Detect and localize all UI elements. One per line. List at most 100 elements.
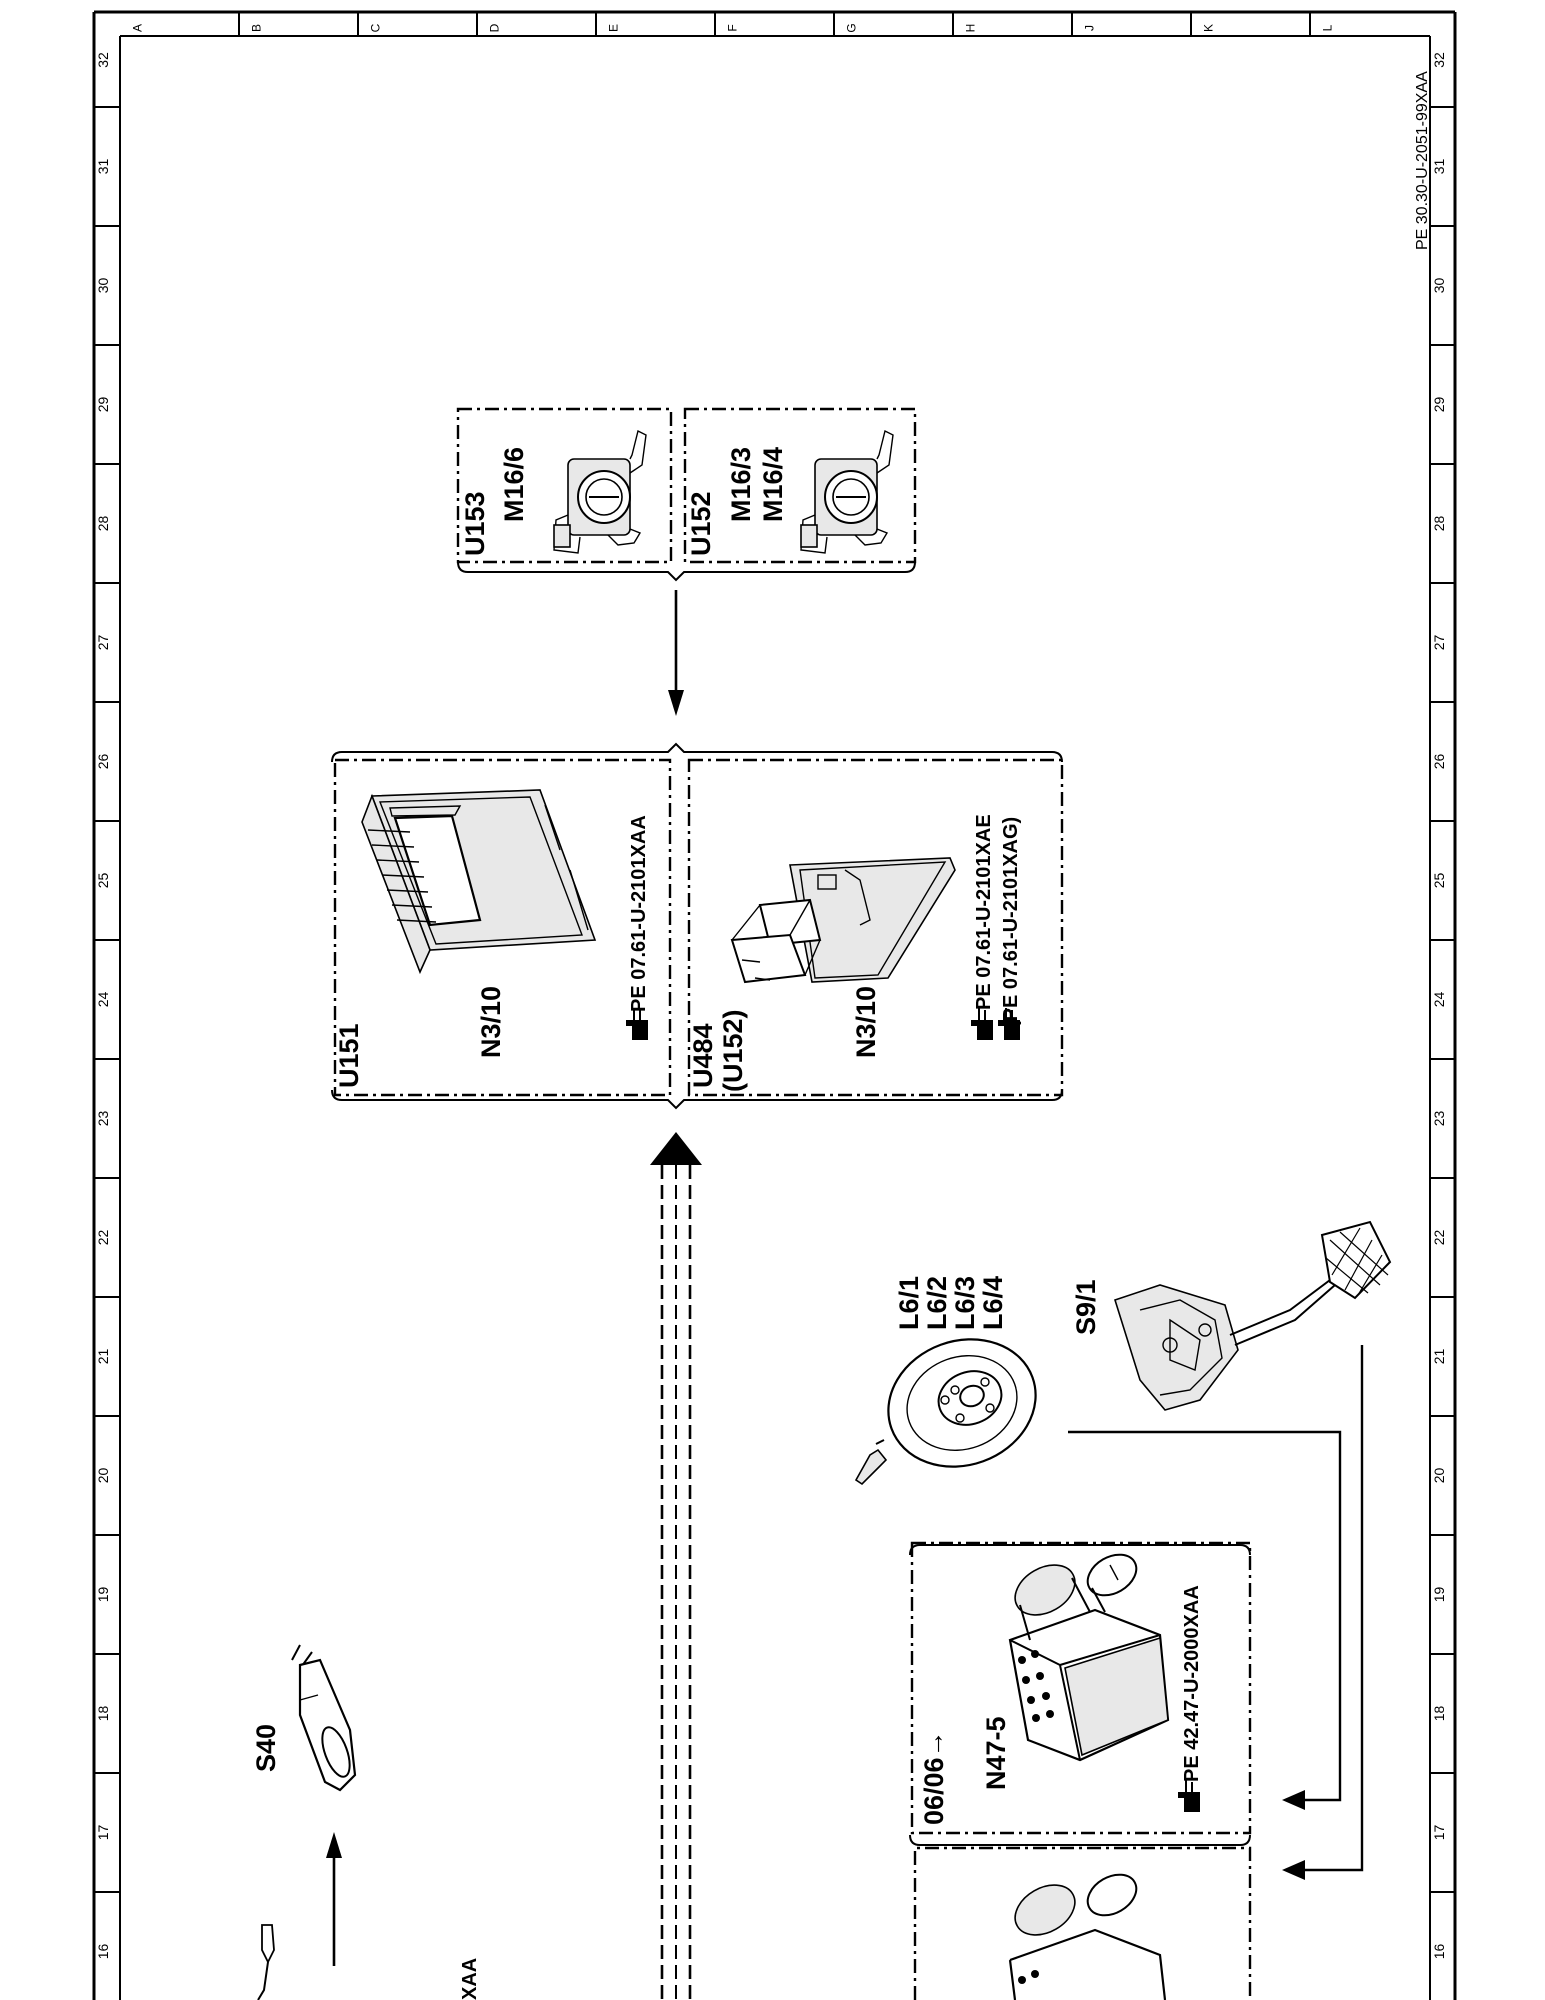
hydraulic-unit-icon xyxy=(1008,1553,1170,1762)
throttle-actuator-icon xyxy=(553,429,647,554)
row-number-18-left: 18 xyxy=(95,1706,111,1722)
column-letter-b: B xyxy=(250,24,264,32)
drawing-frame xyxy=(92,10,1457,2000)
column-letter-h: H xyxy=(964,24,978,33)
row-number-19-right: 19 xyxy=(1431,1587,1447,1603)
hand-pointer-icon xyxy=(971,1008,993,1040)
row-number-23-left: 23 xyxy=(95,1111,111,1127)
row-number-32-right: 32 xyxy=(1431,52,1447,68)
arrow-to-controller xyxy=(668,590,684,716)
row-number-26-left: 26 xyxy=(95,754,111,770)
group-date-n47: 06/06→ xyxy=(919,1730,949,1825)
group-id-u152: U152 xyxy=(686,491,716,556)
stalk-switch-icon xyxy=(291,1644,357,1792)
row-number-17-left: 17 xyxy=(95,1825,111,1841)
component-n3-10-u151: N3/10 xyxy=(476,986,506,1058)
row-number-20-left: 20 xyxy=(95,1468,111,1484)
bracket-controller-bottom xyxy=(331,1089,1063,1110)
row-number-27-left: 27 xyxy=(95,635,111,651)
brake-disc-icon xyxy=(887,1338,1037,1468)
group-id-u484: U484 xyxy=(688,1023,718,1088)
row-number-16-right: 16 xyxy=(1431,1944,1447,1960)
row-number-28-right: 28 xyxy=(1431,516,1447,532)
group-lower-partial xyxy=(913,1846,1252,2000)
component-s9-1: S9/1 xyxy=(1071,1279,1101,1335)
row-number-31-left: 31 xyxy=(95,159,111,175)
hand-pointer-icon xyxy=(998,1008,1020,1040)
control-unit-icon xyxy=(361,789,597,975)
ref-u484-1: PE 07.61-U-2101XAE xyxy=(973,814,995,1010)
row-number-28-left: 28 xyxy=(95,516,111,532)
bracket-n47-bottom xyxy=(909,1834,1251,1846)
row-number-17-right: 17 xyxy=(1431,1825,1447,1841)
row-number-22-right: 22 xyxy=(1431,1230,1447,1246)
hand-pointer-icon xyxy=(626,1008,648,1040)
row-dividers xyxy=(94,106,1455,1893)
row-number-21-left: 21 xyxy=(95,1349,111,1365)
column-letter-d: D xyxy=(488,23,502,32)
column-dividers xyxy=(238,12,1311,36)
group-id-u151: U151 xyxy=(334,1023,364,1088)
row-number-26-right: 26 xyxy=(1431,754,1447,770)
row-number-25-right: 25 xyxy=(1431,873,1447,889)
ref-u151: PE 07.61-U-2101XAA xyxy=(628,815,650,1012)
column-letter-g: G xyxy=(845,23,859,32)
hand-pointer-icon xyxy=(1178,1780,1200,1812)
group-u484: U484 (U152) N3/10 PE 07.61-U-2101XAE (PE… xyxy=(687,758,1064,1097)
control-unit-icon xyxy=(730,857,956,984)
arrow-to-s40 xyxy=(326,1832,342,1966)
row-number-19-left: 19 xyxy=(95,1587,111,1603)
ref-n47-5: PE 42.47-U-2000XAA xyxy=(1181,1585,1203,1782)
row-numbers: 32 32 31 31 30 30 29 29 28 28 27 27 26 26 25 25 24 24 23 23… xyxy=(95,52,1447,1959)
sensor-l6-3: L6/3 xyxy=(950,1276,980,1330)
row-number-18-right: 18 xyxy=(1431,1706,1447,1722)
group-sub-u152: (U152) xyxy=(718,1009,748,1092)
bracket-n47 xyxy=(909,1544,1251,1556)
row-number-30-left: 30 xyxy=(95,278,111,294)
group-id-u153: U153 xyxy=(460,491,490,556)
ref-u484-2: (PE 07.61-U-2101XAG) xyxy=(1000,817,1022,1028)
row-number-30-right: 30 xyxy=(1431,278,1447,294)
throttle-actuator-icon xyxy=(800,429,894,554)
group-u153: U153 M16/6 xyxy=(456,407,673,564)
component-m16-4: M16/4 xyxy=(758,447,788,522)
component-m16-3: M16/3 xyxy=(726,447,756,522)
group-u151: U151 N3/10 PE 07.61-U-2101XAA xyxy=(333,758,672,1097)
brake-pedal-switch-icon xyxy=(1114,1220,1392,1411)
bracket-top xyxy=(457,561,916,582)
row-number-29-left: 29 xyxy=(95,397,111,413)
column-letter-j: J xyxy=(1083,25,1097,31)
bus-arrow-to-controller xyxy=(650,1132,702,2000)
bracket-controller-top xyxy=(331,742,1063,763)
sensor-l6-2: L6/2 xyxy=(922,1276,952,1330)
hydraulic-unit-icon xyxy=(1008,1873,1167,2000)
row-number-27-right: 27 xyxy=(1431,635,1447,651)
group-u152-top: U152 M16/3 M16/4 xyxy=(683,407,917,564)
row-number-25-left: 25 xyxy=(95,873,111,889)
column-letter-c: C xyxy=(369,23,383,32)
column-letter-e: E xyxy=(607,24,621,32)
row-number-20-right: 20 xyxy=(1431,1468,1447,1484)
column-letter-f: F xyxy=(726,24,740,31)
row-number-22-left: 22 xyxy=(95,1230,111,1246)
connector-plug-icon xyxy=(257,1924,275,2000)
row-number-21-right: 21 xyxy=(1431,1349,1447,1365)
sensor-l6-1: L6/1 xyxy=(894,1276,924,1330)
column-letter-a: A xyxy=(131,24,145,32)
row-number-32-left: 32 xyxy=(95,52,111,68)
row-number-24-right: 24 xyxy=(1431,992,1447,1008)
group-n47-5: 06/06→ N47-5 PE 42.47-U-2000XAA xyxy=(910,1541,1252,1835)
sensor-l6-4: L6/4 xyxy=(978,1276,1008,1330)
component-n47-5: N47-5 xyxy=(981,1716,1011,1790)
column-letter-k: K xyxy=(1202,24,1216,32)
component-s40: S40 xyxy=(251,1724,281,1772)
row-number-24-left: 24 xyxy=(95,992,111,1008)
component-m16-6: M16/6 xyxy=(499,447,529,522)
row-number-23-right: 23 xyxy=(1431,1111,1447,1127)
row-number-31-right: 31 xyxy=(1431,159,1447,175)
column-letter-l: L xyxy=(1321,24,1335,31)
row-number-29-right: 29 xyxy=(1431,397,1447,413)
speed-sensor-icon xyxy=(854,1439,888,1486)
